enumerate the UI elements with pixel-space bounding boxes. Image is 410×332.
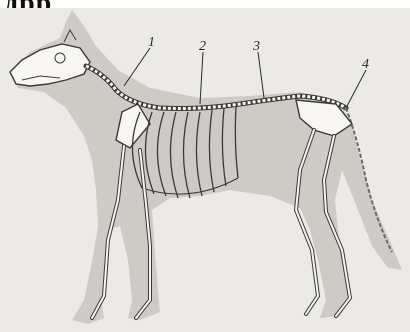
marker-label-4: 4 <box>362 57 369 72</box>
marker-label-3: 3 <box>252 39 260 54</box>
marker-label-2: 2 <box>199 39 206 54</box>
marker-label-1: 1 <box>148 35 155 50</box>
